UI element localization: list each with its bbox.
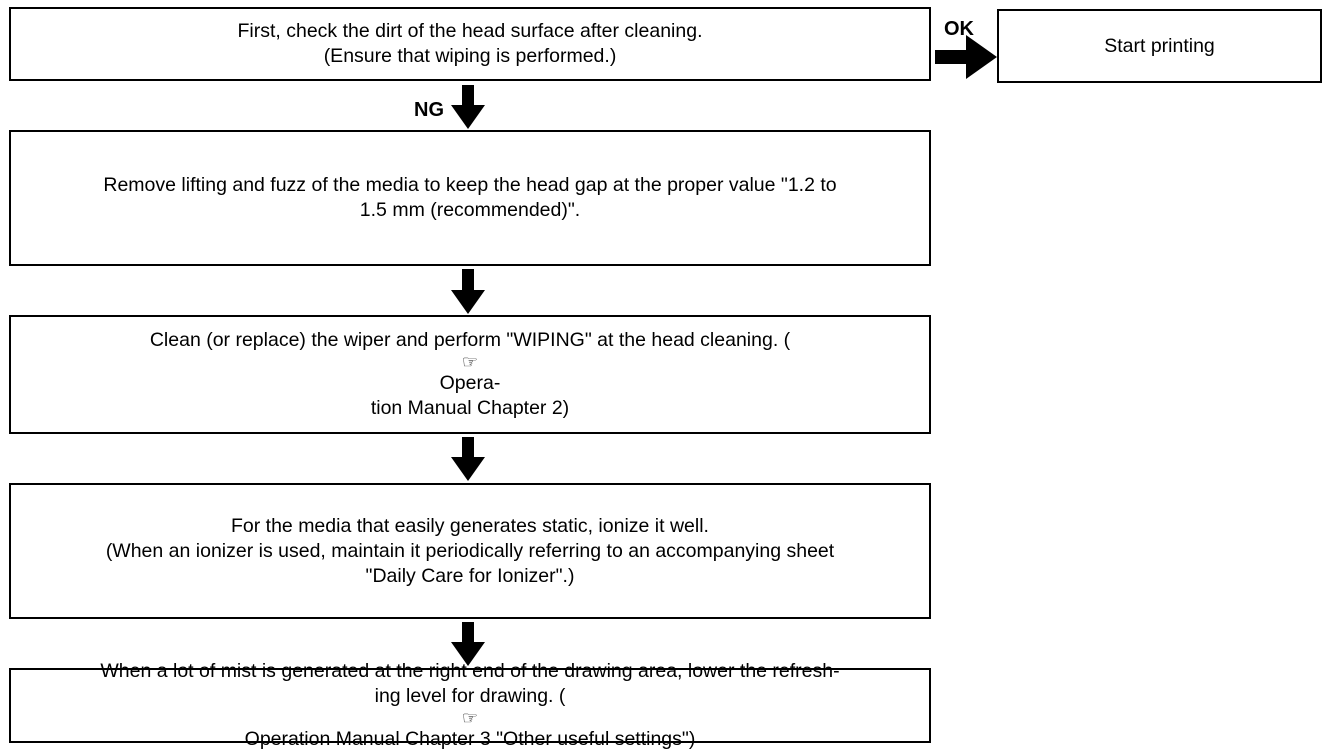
clean-line1: Clean (or replace) the wiper and perform…: [150, 328, 790, 396]
check-line1: First, check the dirt of the head surfac…: [237, 20, 703, 42]
mist-line2b: Operation Manual Chapter 3 "Other useful…: [244, 728, 696, 750]
arrow-down-4: [451, 622, 485, 666]
pointing-hand-icon: ☞: [461, 708, 479, 728]
step-ionize-media: For the media that easily generates stat…: [9, 483, 931, 619]
step-remove-lifting: Remove lifting and fuzz of the media to …: [9, 130, 931, 266]
arrow-down-1: [451, 85, 485, 129]
clean-line2: tion Manual Chapter 2): [370, 397, 570, 419]
ionize-line2: (When an ionizer is used, maintain it pe…: [105, 539, 835, 562]
mist-line2a: ing level for drawing. (: [374, 685, 566, 707]
remove-line1: Remove lifting and fuzz of the media to …: [103, 174, 837, 196]
ng-label: NG: [414, 99, 444, 121]
ionize-line1: For the media that easily generates stat…: [231, 514, 709, 537]
ok-label: OK: [944, 18, 974, 40]
ionize-line3: "Daily Care for Ionizer".): [365, 564, 575, 587]
mist-line2: ing level for drawing. (☞ Operation Manu…: [245, 684, 696, 752]
arrow-down-2: [451, 269, 485, 314]
step-start-printing: Start printing: [997, 9, 1322, 83]
start-line1: Start printing: [1104, 34, 1215, 57]
step-lower-refreshing: When a lot of mist is generated at the r…: [9, 660, 931, 750]
check-line2: (Ensure that wiping is performed.): [323, 45, 617, 67]
pointing-hand-icon: ☞: [461, 352, 479, 372]
arrow-down-3: [451, 437, 485, 481]
mist-line1: When a lot of mist is generated at the r…: [100, 660, 840, 682]
clean-line1a: Clean (or replace) the wiper and perform…: [149, 329, 791, 351]
step-check-head-surface: First, check the dirt of the head surfac…: [9, 7, 931, 81]
clean-line1b: Opera-: [439, 372, 501, 394]
arrow-ok-right: [935, 35, 997, 79]
step-clean-wiper: Clean (or replace) the wiper and perform…: [9, 315, 931, 434]
remove-line2: 1.5 mm (recommended)".: [359, 199, 581, 221]
